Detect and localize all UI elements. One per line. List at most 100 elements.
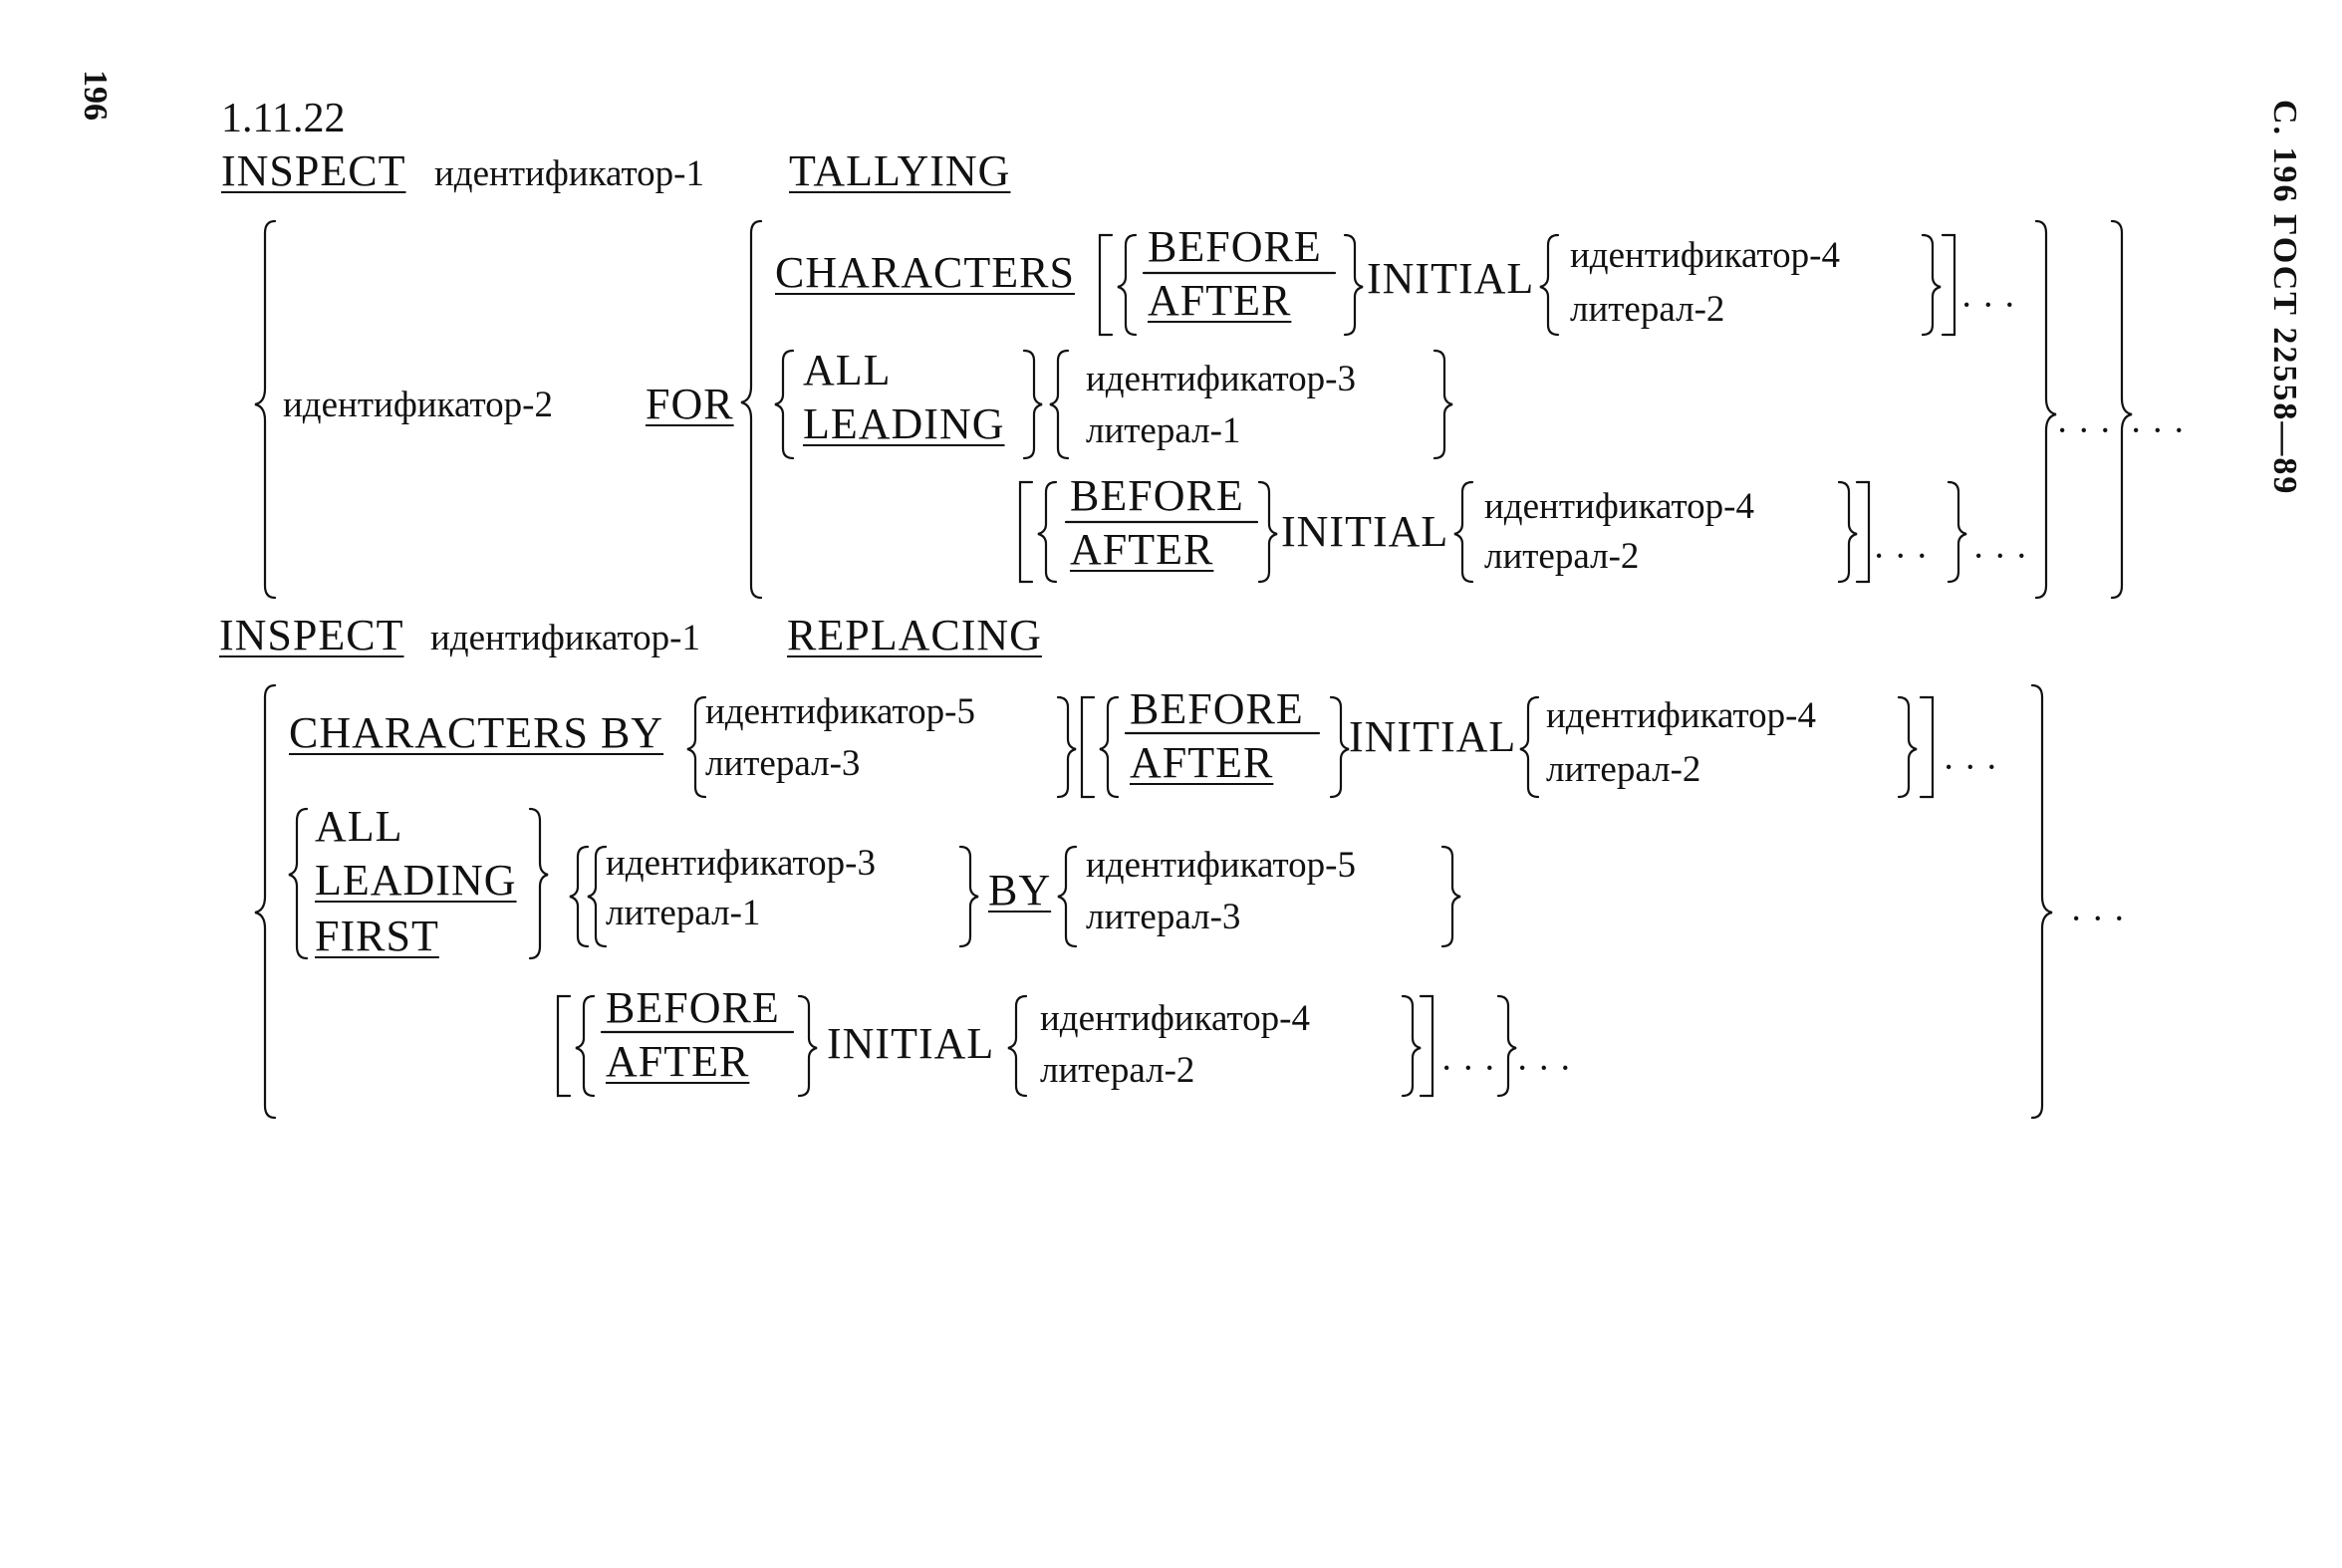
keyword-after: AFTER	[606, 1037, 750, 1086]
ellipsis: · · ·	[1440, 1048, 1496, 1089]
brace	[1837, 480, 1858, 584]
ellipsis: · · ·	[2056, 410, 2112, 451]
keyword-initial: INITIAL	[1367, 254, 1535, 303]
bracket	[556, 994, 572, 1098]
identifier-4: идентификатор-4	[1570, 235, 1840, 276]
bracket	[1941, 233, 1956, 337]
literal-3: литерал-3	[705, 743, 861, 784]
brace	[774, 349, 795, 460]
bracket	[1098, 233, 1114, 337]
keyword-characters-by: CHARACTERS BY	[289, 708, 664, 757]
bracket	[1080, 695, 1096, 799]
literal-2: литерал-2	[1484, 536, 1640, 577]
bracket	[1419, 994, 1434, 1098]
brace	[2110, 219, 2133, 600]
literal-1: литерал-1	[1086, 410, 1241, 451]
ellipsis: · · ·	[1873, 536, 1929, 577]
brace	[1037, 480, 1058, 584]
identifier-2: идентификатор-2	[283, 385, 553, 425]
keyword-before: BEFORE	[1130, 684, 1304, 733]
keyword-initial: INITIAL	[1281, 507, 1449, 556]
literal-2: литерал-2	[1570, 289, 1725, 330]
brace	[1519, 695, 1540, 799]
keyword-initial: INITIAL	[827, 1019, 995, 1068]
keyword-leading: LEADING	[315, 856, 517, 905]
ellipsis: · · ·	[2130, 410, 2186, 451]
brace	[575, 994, 596, 1098]
brace	[1099, 695, 1120, 799]
brace	[1401, 994, 1422, 1098]
brace	[1539, 233, 1560, 337]
brace	[958, 845, 979, 948]
brace	[1432, 349, 1453, 460]
keyword-leading: LEADING	[803, 399, 1005, 448]
brace	[1257, 480, 1278, 584]
keyword-inspect: INSPECT	[221, 146, 406, 195]
brace	[1440, 845, 1461, 948]
ellipsis: · · ·	[2070, 899, 2126, 939]
brace	[288, 807, 309, 960]
brace	[1007, 994, 1028, 1098]
brace	[1117, 233, 1138, 337]
brace	[2030, 683, 2053, 1120]
identifier-4: идентификатор-4	[1040, 998, 1310, 1039]
identifier-3: идентификатор-3	[1086, 359, 1356, 399]
brace	[1921, 233, 1942, 337]
ellipsis: · · ·	[1972, 536, 2028, 577]
keyword-replacing: REPLACING	[787, 611, 1042, 659]
brace	[1057, 845, 1078, 948]
brace	[254, 683, 277, 1120]
brace	[569, 845, 590, 948]
brace	[1022, 349, 1043, 460]
brace	[254, 219, 277, 600]
brace	[1897, 695, 1918, 799]
identifier-3: идентификатор-3	[606, 843, 876, 884]
brace	[1329, 695, 1350, 799]
keyword-all: ALL	[315, 802, 403, 851]
keyword-characters: CHARACTERS	[775, 248, 1075, 297]
identifier-1: идентификатор-1	[434, 153, 704, 194]
identifier-4: идентификатор-4	[1546, 695, 1816, 736]
bracket	[1919, 695, 1935, 799]
brace	[740, 219, 763, 600]
brace	[587, 845, 608, 948]
keyword-before: BEFORE	[606, 983, 780, 1032]
keyword-all: ALL	[803, 346, 892, 394]
identifier-1: идентификатор-1	[430, 618, 700, 658]
ellipsis: · · ·	[1516, 1048, 1572, 1089]
keyword-first: FIRST	[315, 912, 439, 960]
brace	[528, 807, 549, 960]
ellipsis: · · ·	[1960, 285, 2016, 326]
keyword-before: BEFORE	[1070, 471, 1244, 520]
keyword-tallying: TALLYING	[789, 146, 1011, 195]
keyword-after: AFTER	[1130, 738, 1274, 787]
identifier-5: идентификатор-5	[705, 691, 975, 732]
brace	[797, 994, 818, 1098]
bracket	[1855, 480, 1871, 584]
brace	[2034, 219, 2057, 600]
section-number: 1.11.22	[221, 96, 346, 141]
keyword-after: AFTER	[1070, 525, 1214, 574]
brace	[1453, 480, 1474, 584]
brace	[1947, 480, 1967, 584]
literal-3: литерал-3	[1086, 897, 1241, 937]
ellipsis: · · ·	[1943, 747, 1998, 788]
brace	[1343, 233, 1364, 337]
keyword-for: FOR	[646, 380, 734, 428]
keyword-by: BY	[988, 866, 1052, 915]
keyword-inspect: INSPECT	[219, 611, 404, 659]
literal-1: литерал-1	[606, 893, 761, 933]
keyword-initial: INITIAL	[1349, 712, 1517, 761]
identifier-4: идентификатор-4	[1484, 486, 1754, 527]
keyword-after: AFTER	[1148, 276, 1292, 325]
keyword-before: BEFORE	[1148, 222, 1322, 271]
literal-2: литерал-2	[1546, 749, 1701, 790]
literal-2: литерал-2	[1040, 1050, 1195, 1091]
brace	[1049, 349, 1070, 460]
brace	[1056, 695, 1077, 799]
bracket	[1018, 480, 1034, 584]
brace	[686, 695, 707, 799]
brace	[1496, 994, 1517, 1098]
identifier-5: идентификатор-5	[1086, 845, 1356, 886]
